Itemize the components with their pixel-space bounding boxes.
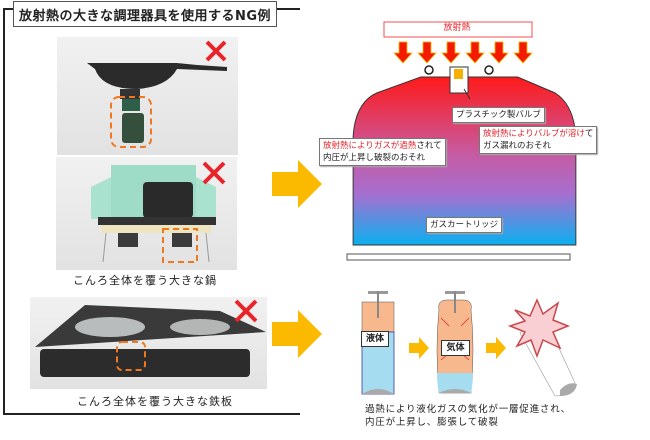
rupture-explanation: 過熱により液化ガスの気化が一層促進され、 内圧が上昇し、膨張して破裂 xyxy=(365,403,571,429)
ng-x-icon xyxy=(205,40,227,62)
liquid-label: 液体 xyxy=(361,331,389,347)
rupture-explanation-line1: 過熱により液化ガスの気化が一層促進され、 xyxy=(365,404,571,415)
overheat-warning-rest: されて xyxy=(416,141,442,151)
photo-pot-on-stove xyxy=(56,157,237,270)
valve-melt-warning-rest: て xyxy=(584,129,594,139)
radiant-heat-banner: 放射熱 xyxy=(443,23,471,33)
right-arrow-icon xyxy=(486,337,506,359)
right-arrow-icon xyxy=(409,337,429,359)
valve-melt-warning-line2: ガス漏れのおそれ xyxy=(483,141,552,151)
photo-iron-plate-on-stove xyxy=(30,297,267,389)
ng-x-icon xyxy=(234,299,258,323)
right-arrow-icon xyxy=(272,310,322,358)
caption-large-iron-plate: こんろ全体を覆う大きな鉄板 xyxy=(77,395,233,408)
explosion-icon xyxy=(507,298,571,359)
overheat-warning-line2: 内圧が上昇し破裂のおそれ xyxy=(323,153,426,163)
rupture-sequence-diagram xyxy=(361,291,577,397)
caption-large-pot: こんろ全体を覆う大きな鍋 xyxy=(73,274,217,287)
gas-label: 気体 xyxy=(441,340,470,356)
overheat-warning-red: 放射熱によりガスが過熱 xyxy=(323,141,417,151)
right-arrow-icon xyxy=(272,160,322,208)
overheat-warning-note: 放射熱によりガスが過熱されて 内圧が上昇し破裂のおそれ xyxy=(319,138,446,166)
valve-melt-warning-red: 放射熱によりバルブが溶け xyxy=(483,129,585,139)
panel-title: 放射熱の大きな調理器具を使用するNG例 xyxy=(13,1,277,27)
valve-melt-warning-note: 放射熱によりバルブが溶けて ガス漏れのおそれ xyxy=(479,126,598,154)
can-rupture-stage xyxy=(507,298,577,397)
rupture-explanation-line2: 内圧が上昇し、膨張して破裂 xyxy=(365,417,499,428)
heat-arrows xyxy=(393,41,533,64)
ng-x-icon xyxy=(202,161,226,185)
plastic-valve-label: プラスチック製バルブ xyxy=(452,107,545,123)
gas-cartridge-label: ガスカートリッジ xyxy=(426,217,503,233)
photo-skillet-on-burner xyxy=(57,37,238,155)
